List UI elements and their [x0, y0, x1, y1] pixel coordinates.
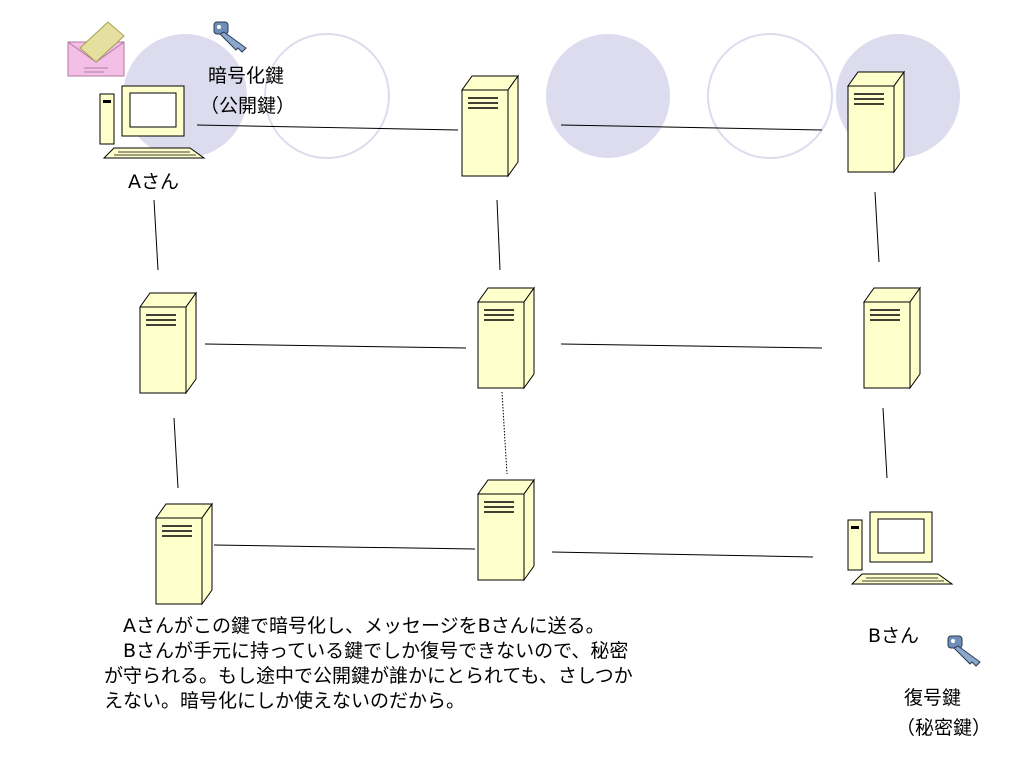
user-a-label: Aさん [128, 171, 179, 193]
explanation-text: Aさんがこの鍵で暗号化し、メッセージをBさんに送る。 Bさんが手元に持っている鍵… [104, 614, 633, 714]
explanation-line-4: えない。暗号化にしか使えないのだから。 [104, 690, 466, 712]
key-icon-b [947, 635, 981, 667]
decrypt-key-label-line2: （秘密鍵） [896, 717, 992, 739]
server-mid-center [477, 287, 535, 389]
server-mid-left [139, 292, 197, 394]
server-top-middle [461, 75, 519, 177]
encrypt-key-label-line1: 暗号化鍵 [208, 65, 285, 87]
server-top-right [847, 71, 905, 173]
envelope-icon [67, 21, 125, 77]
connection-lines [153, 124, 888, 558]
circle-3 [546, 34, 670, 158]
explanation-line-2: Bさんが手元に持っている鍵でしか復号できないので、秘密 [104, 640, 629, 662]
user-b-label: Bさん [868, 625, 920, 647]
decrypt-key-label-line1: 復号鍵 [904, 687, 962, 709]
server-bottom-center [477, 479, 535, 581]
server-bottom-left [155, 503, 213, 605]
explanation-line-1: Aさんがこの鍵で暗号化し、メッセージをBさんに送る。 [104, 615, 605, 637]
encrypt-key-label-line2: （公開鍵） [200, 95, 296, 117]
circle-2 [264, 33, 390, 159]
explanation-line-3: が守られる。もし途中で公開鍵が誰かにとられても、さしつか [104, 665, 633, 687]
circle-4 [707, 33, 833, 159]
server-mid-right [863, 287, 921, 389]
pc-b [847, 511, 953, 585]
